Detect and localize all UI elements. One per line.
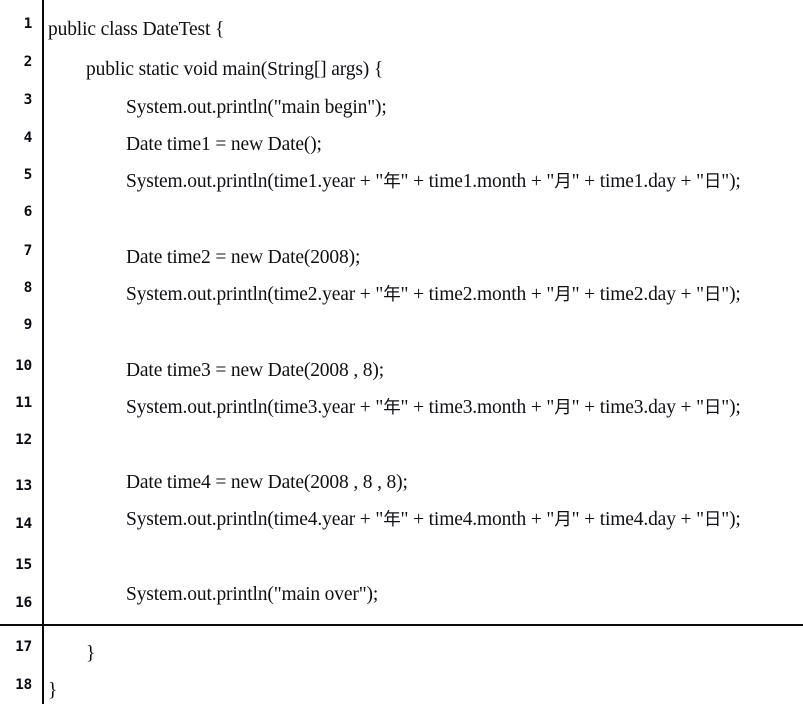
line-number-18: 18 xyxy=(15,677,32,693)
code-line-row3[interactable]: System.out.println("main begin"); xyxy=(126,97,387,118)
cjk-glyph: 月 xyxy=(554,510,572,530)
code-line-row18[interactable]: } xyxy=(48,680,58,701)
code-line-row2[interactable]: public static void main(String[] args) { xyxy=(86,59,384,80)
line-number-16: 16 xyxy=(15,595,32,611)
line-number-15: 15 xyxy=(15,557,32,573)
line-number-11: 11 xyxy=(15,395,32,411)
code-line-row1[interactable]: public class DateTest { xyxy=(48,19,225,40)
code-line-row14[interactable]: System.out.println(time4.year + "年" + ti… xyxy=(126,509,741,530)
line-number-13: 13 xyxy=(15,478,32,494)
cjk-glyph: 日 xyxy=(703,510,722,530)
cjk-glyph: 日 xyxy=(703,398,722,418)
line-number-3: 3 xyxy=(23,92,33,108)
line-number-17: 17 xyxy=(15,639,32,655)
line-number-6: 6 xyxy=(23,204,33,220)
cjk-glyph: 月 xyxy=(554,285,572,305)
cjk-glyph: 年 xyxy=(383,510,401,530)
line-number-14: 14 xyxy=(15,516,32,532)
code-line-row10[interactable]: Date time3 = new Date(2008 , 8); xyxy=(126,360,384,381)
cjk-glyph: 年 xyxy=(383,172,401,192)
gutter-vertical-rule xyxy=(42,0,44,704)
cjk-glyph: 月 xyxy=(554,172,572,192)
code-line-row4[interactable]: Date time1 = new Date(); xyxy=(126,134,322,155)
code-line-row16[interactable]: System.out.println("main over"); xyxy=(126,584,379,605)
code-line-row17[interactable]: } xyxy=(86,643,96,664)
section-horizontal-rule xyxy=(0,624,803,626)
code-line-row13[interactable]: Date time4 = new Date(2008 , 8 , 8); xyxy=(126,472,408,493)
line-number-5: 5 xyxy=(23,167,33,183)
code-area[interactable]: public class DateTest { public static voi… xyxy=(48,0,800,704)
cjk-glyph: 日 xyxy=(703,285,722,305)
line-number-12: 12 xyxy=(15,432,32,448)
code-line-row5[interactable]: System.out.println(time1.year + "年" + ti… xyxy=(126,171,741,192)
line-number-9: 9 xyxy=(23,317,33,333)
line-number-1: 1 xyxy=(23,16,33,32)
cjk-glyph: 年 xyxy=(383,398,401,418)
line-number-2: 2 xyxy=(23,54,33,70)
code-line-row7[interactable]: Date time2 = new Date(2008); xyxy=(126,247,361,268)
code-line-row8[interactable]: System.out.println(time2.year + "年" + ti… xyxy=(126,284,741,305)
cjk-glyph: 日 xyxy=(703,172,722,192)
cjk-glyph: 月 xyxy=(554,398,572,418)
line-number-4: 4 xyxy=(23,130,33,146)
line-number-8: 8 xyxy=(23,280,33,296)
code-line-row11[interactable]: System.out.println(time3.year + "年" + ti… xyxy=(126,397,741,418)
line-number-10: 10 xyxy=(15,358,32,374)
cjk-glyph: 年 xyxy=(383,285,401,305)
line-number-7: 7 xyxy=(23,243,33,259)
